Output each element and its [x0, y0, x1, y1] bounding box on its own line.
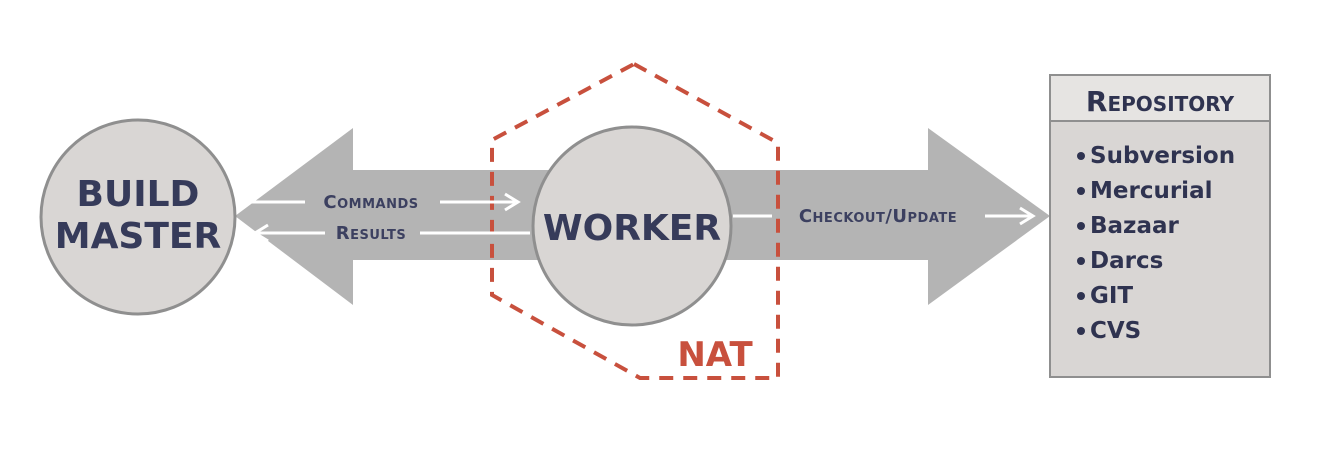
bullet-icon [1077, 187, 1085, 195]
repository-item-label: Darcs [1090, 248, 1163, 274]
bullet-icon [1077, 292, 1085, 300]
repository-item: Subversion [1077, 143, 1235, 169]
nat-label: NAT [677, 335, 753, 375]
repository-item-label: Bazaar [1090, 213, 1179, 239]
repository-item: Darcs [1077, 248, 1163, 274]
bullet-icon [1077, 222, 1085, 230]
commands-flow: Commands [238, 192, 521, 213]
right-tcp-label: TCP [850, 131, 923, 171]
repository-item: GIT [1077, 283, 1133, 309]
repository-item: CVS [1077, 318, 1141, 344]
build-master-label-line1: BUILD [77, 174, 200, 215]
results-flow: Results [252, 223, 530, 244]
left-tcp-arrow [235, 128, 632, 305]
repository-item-label: Subversion [1090, 143, 1235, 169]
repository-item: Mercurial [1077, 178, 1212, 204]
right-tcp-arrow [632, 128, 1050, 305]
repository-box: Repository [1049, 74, 1271, 378]
repository-item-label: GIT [1090, 283, 1133, 309]
worker-node: WORKER [531, 125, 733, 327]
build-master-label-line2: MASTER [55, 216, 221, 257]
results-label: Results [336, 223, 407, 244]
worker-label: WORKER [543, 208, 721, 249]
repository-item-label: CVS [1090, 318, 1141, 344]
nat-boundary [490, 61, 780, 380]
repository-title: Repository [1086, 85, 1235, 118]
bullet-icon [1077, 152, 1085, 160]
checkout-label: Checkout/Update [799, 206, 957, 227]
repository-item-label: Mercurial [1090, 178, 1212, 204]
build-master-node: BUILD MASTER [39, 118, 237, 316]
left-tcp-label: TCP [355, 131, 428, 171]
repository-item: Bazaar [1077, 213, 1179, 239]
commands-label: Commands [323, 192, 418, 213]
checkout-flow: Checkout/Update [733, 206, 1036, 227]
bullet-icon [1077, 327, 1085, 335]
bullet-icon [1077, 257, 1085, 265]
